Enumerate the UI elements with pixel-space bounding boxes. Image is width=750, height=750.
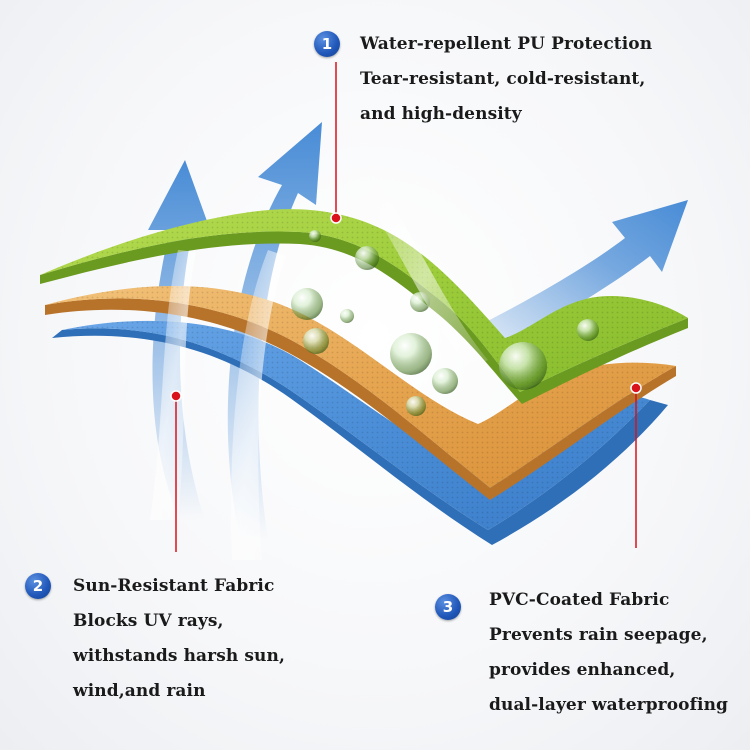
callout-2-line-4: wind,and rain xyxy=(73,681,206,701)
callout-1-line-2: Tear-resistant, cold-resistant, xyxy=(360,69,646,89)
water-droplet-icon xyxy=(432,368,458,394)
water-droplet-icon xyxy=(499,342,547,390)
water-droplet-icon xyxy=(309,230,321,242)
callout-1-line-3: and high-density xyxy=(360,104,522,124)
callout-markers xyxy=(170,62,642,552)
callout-2-line-3: withstands harsh sun, xyxy=(73,646,285,666)
water-droplet-icon xyxy=(406,396,426,416)
water-droplet-icon xyxy=(390,333,432,375)
callout-3-line-2: Prevents rain seepage, xyxy=(489,625,708,645)
layer-middle-fabric xyxy=(45,285,676,500)
airflow-arrow-right-icon xyxy=(470,200,688,352)
callout-3-title: PVC-Coated Fabric xyxy=(489,590,670,610)
airflow-streams xyxy=(150,185,488,560)
marker-dot-1 xyxy=(330,212,342,224)
marker-dot-3 xyxy=(630,382,642,394)
callout-3-line-3: provides enhanced, xyxy=(489,660,676,680)
callout-3-line-4: dual-layer waterproofing xyxy=(489,695,729,715)
water-droplet-icon xyxy=(291,288,323,320)
callout-1-title: Water-repellent PU Protection xyxy=(360,34,653,54)
callout-number-badge-2: 2 xyxy=(25,573,51,599)
water-droplet-icon xyxy=(303,328,329,354)
callout-number-badge-3: 3 xyxy=(435,594,461,620)
callout-number-badge-1: 1 xyxy=(314,31,340,57)
callout-2-title: Sun-Resistant Fabric xyxy=(73,576,275,596)
callout-2-line-2: Blocks UV rays, xyxy=(73,611,224,631)
marker-dot-2 xyxy=(170,390,182,402)
water-droplet-icon xyxy=(577,319,599,341)
water-droplet-icon xyxy=(340,309,354,323)
water-droplet-icon xyxy=(355,246,379,270)
